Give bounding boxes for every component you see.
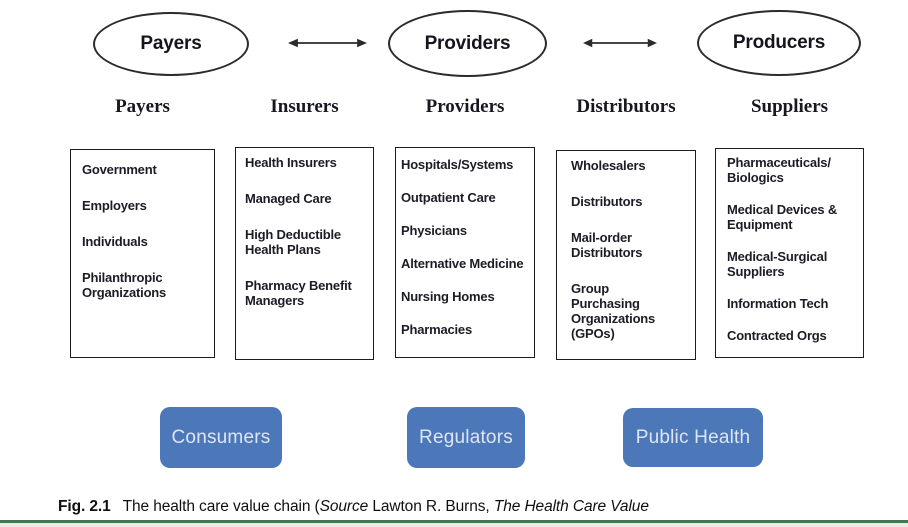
chain-node-providers: Providers — [388, 10, 547, 77]
list-item: Employers — [82, 198, 147, 213]
caption-source-word: Source — [319, 498, 369, 515]
list-item: Physicians — [401, 223, 467, 238]
stakeholder-box-consumers: Consumers — [160, 407, 282, 468]
chain-node-producers: Producers — [697, 10, 861, 76]
list-item: Pharmacy Benefit Managers — [245, 278, 352, 308]
list-item: Mail-order Distributors — [571, 230, 643, 260]
column-header-distributors: Distributors — [576, 96, 676, 117]
chain-node-payers: Payers — [93, 12, 249, 76]
list-item: Nursing Homes — [401, 289, 495, 304]
figure-caption: Fig. 2.1 The health care value chain (Sou… — [58, 498, 649, 516]
stakeholder-box-public-health: Public Health — [623, 408, 763, 467]
bottom-rule-green — [0, 520, 908, 523]
list-item: Medical Devices & Equipment — [727, 202, 838, 232]
list-item: Individuals — [82, 234, 148, 249]
list-item: Outpatient Care — [401, 190, 496, 205]
list-item: Government — [82, 162, 157, 177]
list-item: Hospitals/Systems — [401, 157, 514, 172]
column-header-payers: Payers — [115, 96, 170, 117]
list-item: Group Purchasing Organizations (GPOs) — [571, 281, 656, 341]
column-header-suppliers: Suppliers — [750, 96, 829, 117]
stakeholder-box-regulators: Regulators — [407, 407, 525, 468]
column-header-insurers: Insurers — [270, 96, 339, 117]
caption-text: The health care value chain ( — [122, 498, 320, 515]
caption-author: Lawton R. Burns, — [368, 498, 494, 515]
list-item: Alternative Medicine — [401, 256, 524, 271]
list-item: Pharmacies — [401, 322, 472, 337]
list-item: Pharmaceuticals/ Biologics — [727, 155, 831, 185]
double-arrow-icon — [288, 36, 367, 50]
list-item: Contracted Orgs — [727, 328, 827, 343]
list-item: Distributors — [571, 194, 643, 209]
bottom-rule-gray — [0, 523, 908, 527]
list-item: Managed Care — [245, 191, 332, 206]
list-item: Wholesalers — [571, 158, 646, 173]
column-header-providers: Providers — [425, 96, 505, 117]
list-item: Philanthropic Organizations — [82, 270, 167, 300]
figure-number: Fig. 2.1 — [58, 498, 111, 515]
list-item: Health Insurers — [245, 155, 337, 170]
list-item: Information Tech — [727, 296, 829, 311]
list-item: High Deductible Health Plans — [245, 227, 341, 257]
caption-book-title: The Health Care Value — [493, 498, 649, 515]
double-arrow-icon — [583, 36, 657, 50]
list-item: Medical-Surgical Suppliers — [727, 249, 828, 279]
